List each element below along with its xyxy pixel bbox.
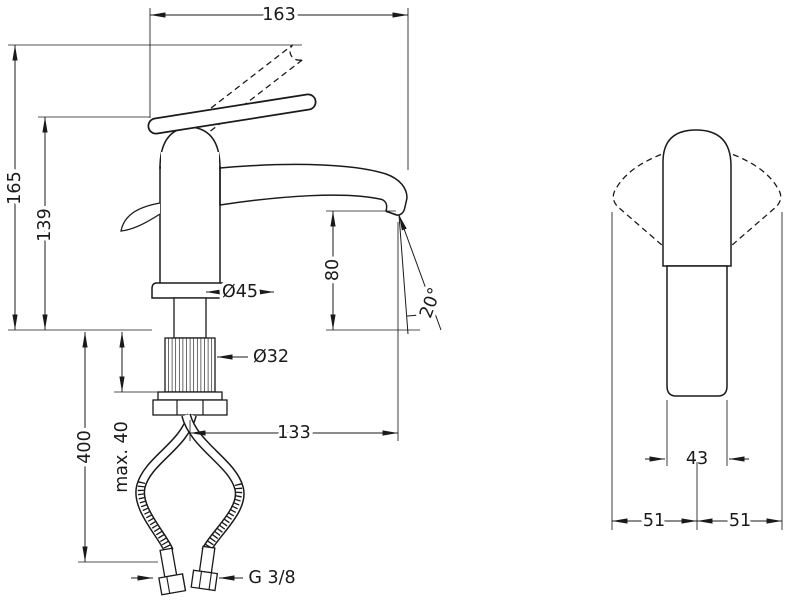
dim-label-height-raised: 165 (5, 171, 25, 204)
dim-label-handle-swing-front: 51 (643, 511, 665, 531)
dim-label-spout-height: 80 (323, 259, 343, 281)
dim-label-height-lever: 139 (35, 208, 55, 241)
dim-label-max-mounting-depth: max. 40 (112, 421, 132, 493)
dim-label-hose-length: 400 (75, 430, 95, 463)
dim-overall-length: 163 (149, 2, 409, 170)
dim-height-raised-lever: 165 (2, 44, 302, 331)
supply-hoses (135, 413, 245, 554)
lever-handle (147, 93, 317, 135)
spout (219, 163, 408, 216)
dim-label-overall-length: 163 (262, 5, 295, 25)
handle-swing-left-dashed (612, 147, 681, 254)
dim-hose-length: 400 (72, 332, 158, 563)
hose-connector-left (158, 547, 187, 596)
dim-label-connection-thread: G 3/8 (248, 568, 295, 588)
side-handle (662, 129, 732, 267)
dim-spray-angle: 20° (398, 214, 449, 335)
dim-label-spray-angle: 20° (416, 285, 445, 321)
popup-rod-hook (120, 202, 161, 232)
dim-shank-diameter: Ø32 (217, 344, 293, 371)
mounting-nut (152, 391, 228, 416)
dim-label-shank-diameter: Ø32 (253, 347, 289, 367)
dim-base-diameter: Ø45 (206, 279, 274, 306)
handle-raised-dashed (199, 44, 304, 132)
dim-label-handle-swing-back: 51 (729, 511, 751, 531)
handle-swing-right-dashed (713, 147, 782, 254)
faucet-front-view (120, 44, 408, 596)
dim-spout-reach: 133 (189, 222, 399, 447)
aerator-line (385, 210, 397, 216)
dim-label-spout-reach: 133 (277, 423, 310, 443)
faucet-side-view (612, 129, 782, 397)
dim-max-mounting-depth: max. 40 (109, 332, 162, 496)
hose-connector-right (190, 545, 219, 592)
dim-body-depth: 43 (645, 400, 749, 473)
dim-handle-swing: 51 51 (611, 212, 783, 535)
dim-label-base-diameter: Ø45 (222, 282, 258, 302)
base-plate (151, 282, 229, 299)
shank (173, 297, 207, 339)
dim-spout-height: 80 (320, 210, 420, 331)
side-body (666, 265, 728, 397)
threaded-section (164, 337, 216, 393)
body-fill (161, 152, 219, 283)
body-sides (159, 166, 221, 283)
dim-height-lever: 139 (32, 116, 150, 330)
dim-connection-thread: G 3/8 (131, 565, 299, 592)
